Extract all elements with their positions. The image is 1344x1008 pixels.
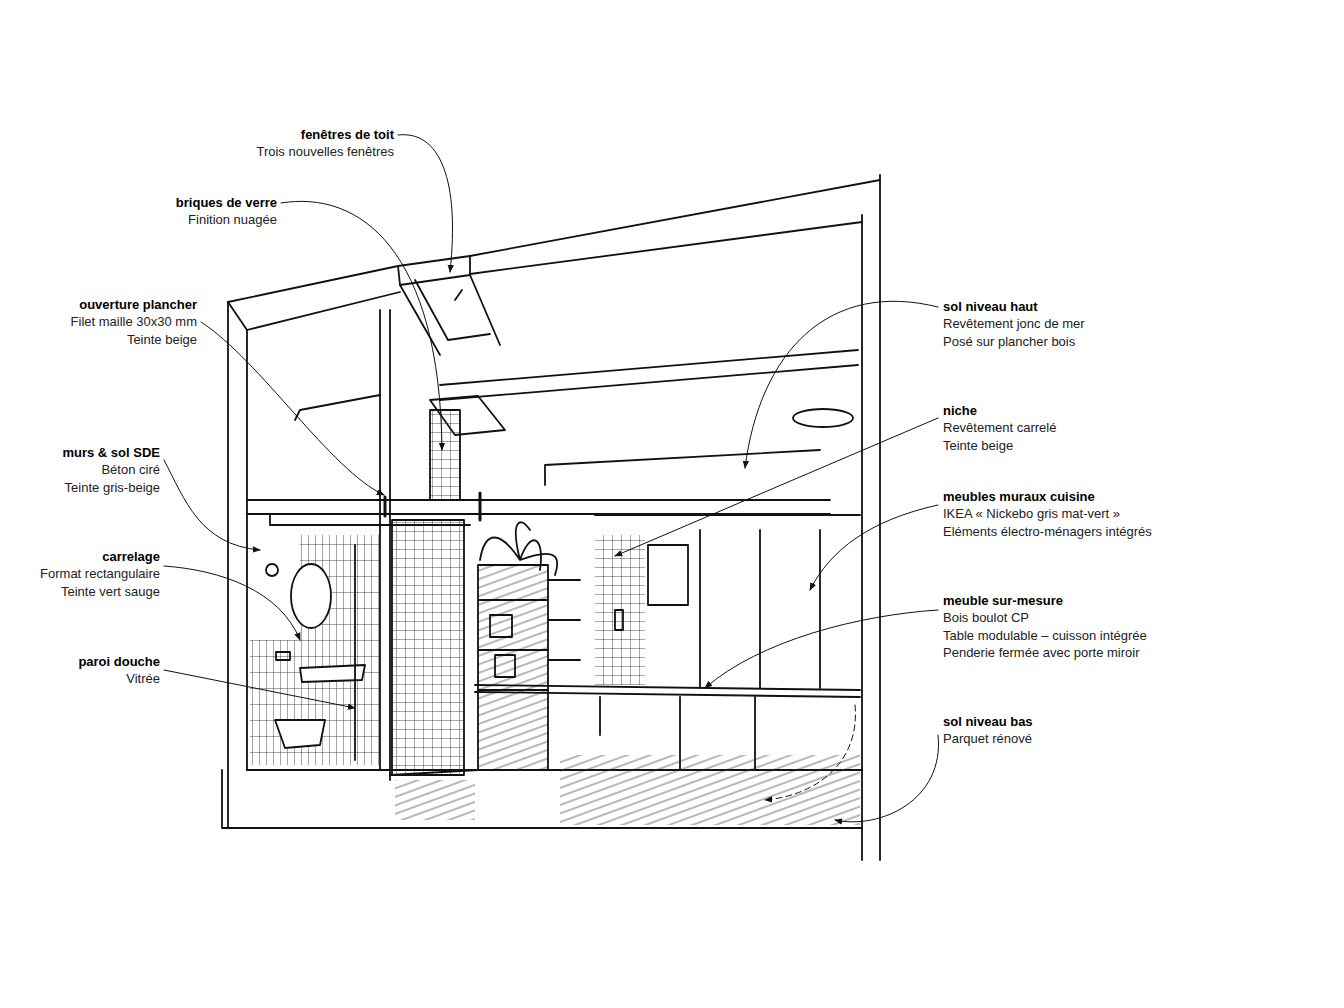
callout-heading: briques de verre bbox=[176, 194, 277, 211]
shelving-tower bbox=[478, 522, 580, 770]
callout-heading: carrelage bbox=[102, 548, 160, 565]
callout-text: Bois boulot CP bbox=[943, 609, 1029, 626]
callout-text: Béton ciré bbox=[101, 461, 160, 478]
callout-text: Posé sur plancher bois bbox=[943, 333, 1075, 350]
callout-text: Revêtement carrelé bbox=[943, 419, 1056, 436]
callout-heading: meuble sur-mesure bbox=[943, 592, 1063, 609]
callout-text: IKEA « Nickebo gris mat-vert » bbox=[943, 505, 1120, 522]
callout-text: Revêtement jonc de mer bbox=[943, 315, 1085, 332]
callout-text: Table modulable – cuisson intégrée bbox=[943, 627, 1147, 644]
callout-text: Penderie fermée avec porte miroir bbox=[943, 644, 1140, 661]
callout-heading: meubles muraux cuisine bbox=[943, 488, 1095, 505]
partition bbox=[380, 310, 464, 780]
callout-heading: niche bbox=[943, 402, 977, 419]
callout-text: Teinte beige bbox=[943, 437, 1013, 454]
callout-text: Vitrée bbox=[126, 670, 160, 687]
callout-heading: murs & sol SDE bbox=[62, 444, 160, 461]
building-shell bbox=[222, 175, 880, 860]
callout-heading: paroi douche bbox=[78, 653, 160, 670]
leader-lines bbox=[164, 135, 939, 822]
callout-heading: sol niveau haut bbox=[943, 298, 1038, 315]
callout-heading: sol niveau bas bbox=[943, 713, 1033, 730]
callout-text: Teinte beige bbox=[127, 331, 197, 348]
bathroom bbox=[250, 535, 380, 765]
callout-text: Format rectangulaire bbox=[40, 565, 160, 582]
callout-text: Trois nouvelles fenêtres bbox=[256, 143, 394, 160]
callout-text: Finition nuagée bbox=[188, 211, 277, 228]
callout-heading: fenêtres de toit bbox=[301, 126, 394, 143]
kitchen bbox=[390, 515, 862, 825]
callout-text: Teinte gris-beige bbox=[65, 479, 160, 496]
callout-text: Parquet rénové bbox=[943, 730, 1032, 747]
callout-heading: ouverture plancher bbox=[79, 296, 197, 313]
skylight bbox=[398, 256, 505, 435]
callout-text: Eléments électro-ménagers intégrés bbox=[943, 523, 1152, 540]
mezzanine bbox=[247, 350, 858, 525]
callout-text: Filet maille 30x30 mm bbox=[71, 313, 197, 330]
callout-text: Teinte vert sauge bbox=[61, 583, 160, 600]
